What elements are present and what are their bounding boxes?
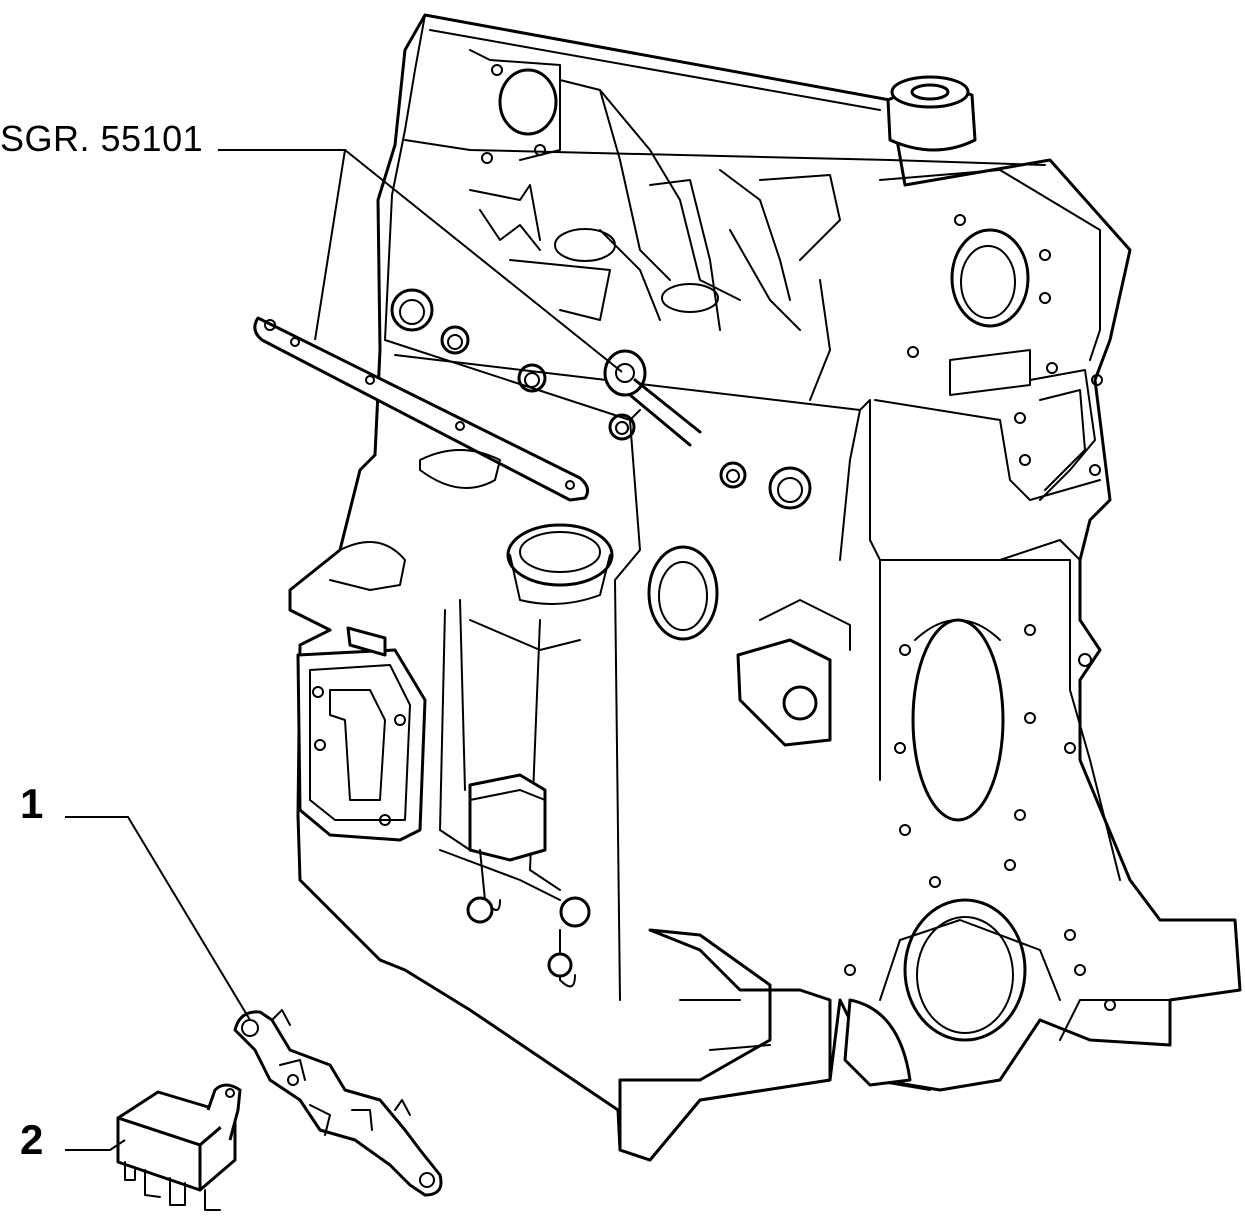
sensor-plug [603, 349, 702, 447]
mounting-bracket-part [233, 1009, 443, 1197]
callout-leaders [65, 149, 623, 1151]
callout-number-1: 1 [20, 780, 44, 827]
side-bolt-bosses [390, 288, 812, 510]
bearing-rail [253, 316, 590, 502]
reference-label: SGR. 55101 [0, 118, 204, 159]
front-cover-bolt-holes [844, 214, 1116, 1051]
side-mount-boss [736, 599, 851, 747]
relay-unit-part [116, 1083, 242, 1211]
callout-number-2: 2 [20, 1116, 44, 1163]
side-sensor [466, 773, 591, 988]
engine-block [253, 13, 1242, 1162]
engine-mount-pad [296, 626, 427, 842]
